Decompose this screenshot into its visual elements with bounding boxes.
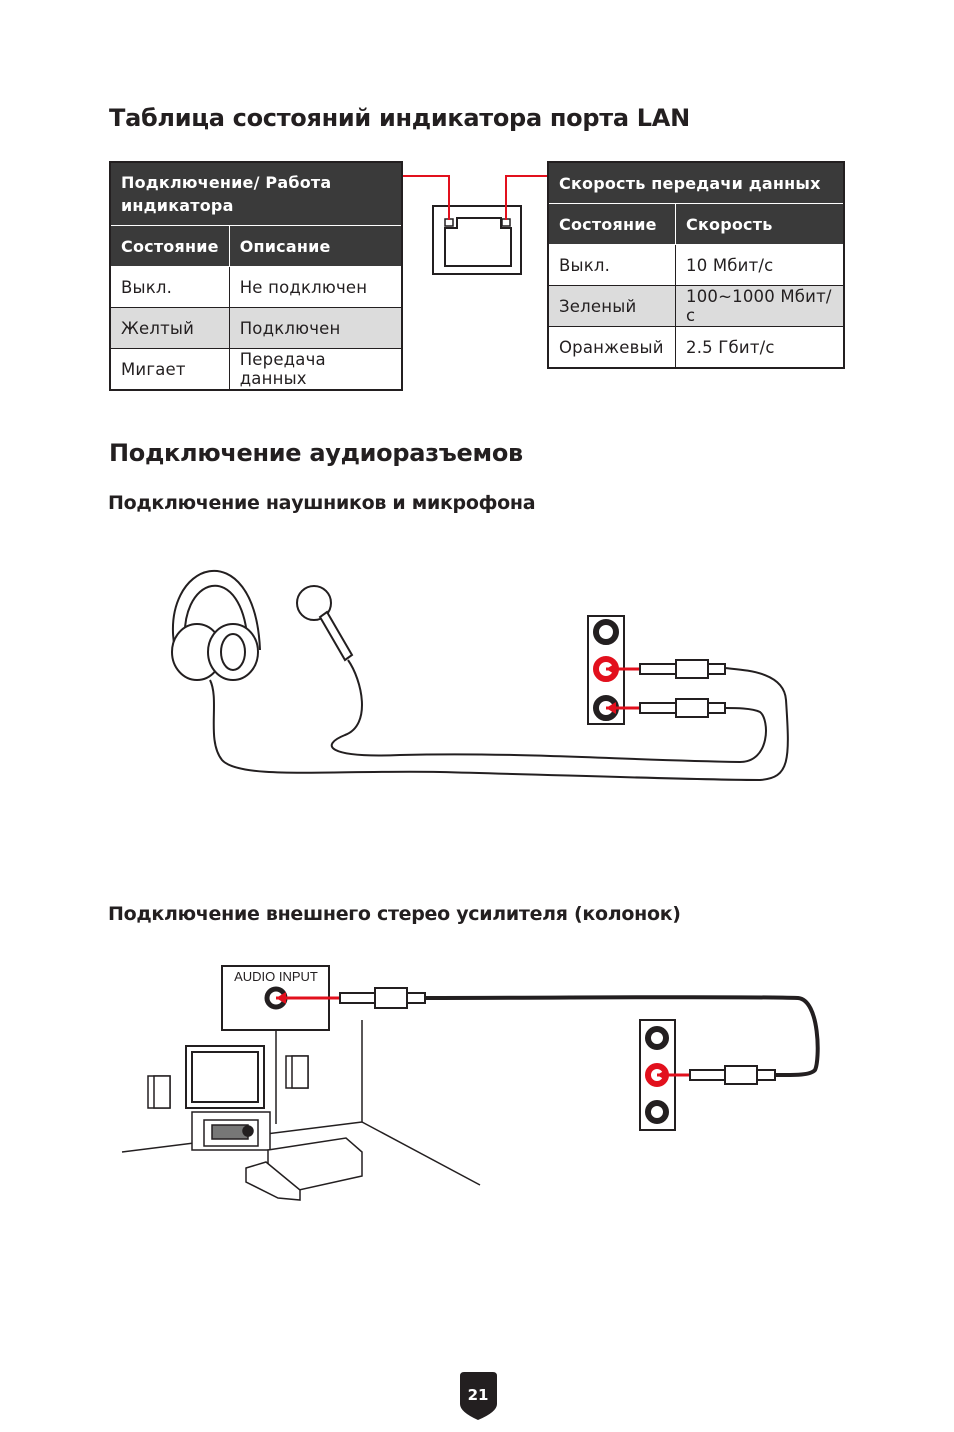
- table-row: Выкл.10 Мбит/с: [548, 244, 844, 286]
- lan-section-title: Таблица состояний индикатора порта LAN: [109, 104, 690, 132]
- page-number: 21: [468, 1386, 489, 1404]
- receiver-icon: [191, 1111, 271, 1151]
- column-header: Описание: [229, 225, 402, 267]
- lan-led-table-link: Подключение/ Работа индикатора Состояние…: [109, 161, 403, 391]
- headset-subtitle: Подключение наушников и микрофона: [108, 492, 536, 514]
- audio-plug-icon-2: [339, 987, 776, 1085]
- sofa-icon: [245, 1137, 363, 1201]
- table-row: Выкл.Не подключен: [110, 266, 402, 308]
- audio-input-label: AUDIO INPUT: [234, 969, 318, 984]
- audio-plug-icon: [639, 659, 726, 718]
- amplifier-cable: [424, 995, 820, 1078]
- page-badge-icon: 21: [460, 1372, 497, 1420]
- amplifier-subtitle: Подключение внешнего стерео усилителя (к…: [108, 903, 681, 925]
- table-header: Скорость передачи данных: [548, 162, 844, 204]
- tv-icon: [185, 1045, 265, 1109]
- table-header: Подключение/ Работа индикатора: [110, 162, 402, 226]
- speaker-icon: [147, 1055, 309, 1109]
- audio-jack-panel-icon: [587, 615, 640, 725]
- audio-input-box: AUDIO INPUT: [221, 965, 340, 1031]
- microphone-icon: [296, 585, 767, 764]
- audio-section-title: Подключение аудиоразъемов: [109, 439, 523, 467]
- audio-jack-panel-icon-2: [639, 1019, 690, 1131]
- column-header: Состояние: [110, 225, 230, 267]
- column-header: Состояние: [548, 203, 676, 245]
- column-header: Скорость: [675, 203, 844, 245]
- headphones-icon: [171, 569, 789, 782]
- lan-port-icon: [403, 175, 547, 275]
